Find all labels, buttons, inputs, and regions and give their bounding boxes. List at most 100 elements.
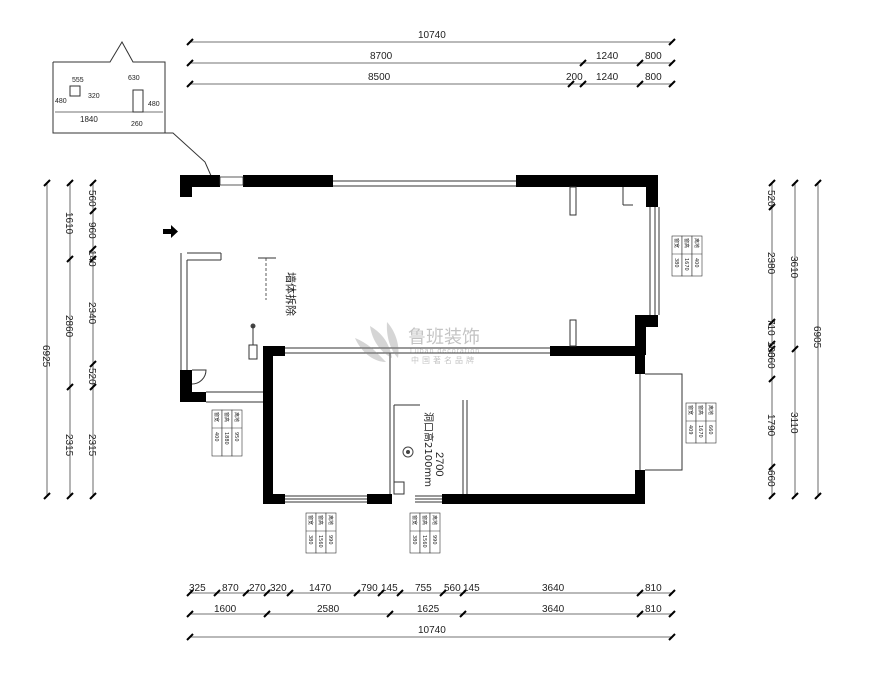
svg-text:窗高: 窗高: [697, 405, 704, 415]
left-dim-2315a: 2315: [63, 434, 74, 457]
top-dim-8700: 8700: [370, 51, 393, 62]
walls: [180, 175, 658, 504]
bottom-dimension-lines: 325 870 270 320 1470 790 145 755 560 145…: [186, 583, 676, 641]
inset-dim-1840: 1840: [80, 115, 98, 124]
inset-dim-260: 260: [131, 121, 143, 128]
left-dim-520: 520: [86, 368, 97, 385]
svg-text:窗宽: 窗宽: [687, 405, 694, 415]
inset-dim-320: 320: [88, 93, 100, 100]
right-dim-3110: 3110: [788, 412, 799, 434]
svg-text:离地: 离地: [431, 515, 438, 525]
svg-text:离地: 离地: [327, 515, 334, 525]
svg-text:380: 380: [411, 535, 417, 545]
svg-text:窗宽: 窗宽: [213, 412, 220, 422]
inset-dim-555: 555: [72, 77, 84, 84]
svg-text:380: 380: [673, 258, 679, 268]
bottom-dim-870: 870: [222, 583, 239, 594]
entry-arrow-icon: [163, 225, 178, 238]
left-dim-960: 960: [86, 222, 97, 239]
svg-text:1670: 1670: [683, 258, 689, 271]
top-dim-1240a: 1240: [596, 51, 619, 62]
window-table-4: 窗宽 380 窗高 1560 离地 990: [305, 512, 337, 554]
svg-text:窗高: 窗高: [223, 412, 230, 422]
svg-text:窗宽: 窗宽: [411, 515, 418, 525]
svg-text:400: 400: [693, 258, 699, 268]
window-table-1: 窗宽 400 窗高 1880 离地 950: [211, 409, 243, 457]
top-dim-total: 10740: [418, 30, 446, 41]
left-dim-2860: 2860: [63, 315, 74, 338]
svg-text:380: 380: [307, 535, 313, 545]
brand-name: 鲁班装饰: [408, 327, 480, 348]
right-dim-520: 520: [765, 190, 776, 207]
bottom-dim-810b: 810: [645, 604, 662, 615]
svg-text:窗高: 窗高: [421, 515, 428, 525]
svg-text:400: 400: [213, 432, 219, 442]
svg-text:409: 409: [687, 425, 693, 435]
top-dim-800a: 800: [645, 51, 662, 62]
svg-text:离地: 离地: [233, 412, 240, 422]
svg-text:990: 990: [327, 535, 333, 545]
inset-dim-480a: 480: [55, 98, 67, 105]
inset-plan: 555 320 630 480 480 1840 260: [52, 40, 213, 179]
bottom-dim-145a: 145: [381, 583, 398, 594]
svg-text:窗高: 窗高: [683, 238, 690, 248]
svg-text:950: 950: [233, 432, 239, 442]
left-dim-2340: 2340: [86, 302, 97, 325]
window-table-5: 窗宽 380 窗高 1560 离地 990: [409, 512, 441, 554]
brand-watermark: 鲁班装饰 Luban decoration 中国著名品牌: [355, 322, 480, 365]
window-table-3: 窗宽 409 窗高 1670 离地 660: [685, 402, 717, 444]
svg-text:窗宽: 窗宽: [673, 238, 680, 248]
bottom-dim-320: 320: [270, 583, 287, 594]
right-dim-660b: 660: [765, 470, 776, 487]
left-dim-2315b: 2315: [86, 434, 97, 457]
window-table-2: 窗宽 380 窗高 1670 离地 400: [671, 235, 703, 277]
bottom-dim-10740: 10740: [418, 625, 446, 636]
left-dim-1610: 1610: [63, 212, 74, 235]
bottom-dim-1600: 1600: [214, 604, 237, 615]
inset-dim-630: 630: [128, 75, 140, 82]
interior-lines: [180, 180, 683, 503]
top-dim-200: 200: [566, 72, 583, 83]
right-dim-1790: 1790: [765, 414, 776, 437]
svg-text:1670: 1670: [697, 425, 703, 438]
demolish-wall-label: 墙体拆除: [284, 272, 298, 316]
bottom-dim-3640b: 3640: [542, 604, 565, 615]
bottom-dim-810a: 810: [645, 583, 662, 594]
top-dim-800b: 800: [645, 72, 662, 83]
top-dim-8500: 8500: [368, 72, 391, 83]
brand-en: Luban decoration: [410, 348, 480, 355]
svg-text:窗高: 窗高: [317, 515, 324, 525]
right-dim-3610: 3610: [788, 256, 799, 279]
svg-text:660: 660: [707, 425, 713, 435]
inset-dim-480b: 480: [148, 101, 160, 108]
svg-text:990: 990: [431, 535, 437, 545]
right-dim-100: 100: [765, 341, 776, 358]
svg-text:1880: 1880: [223, 432, 229, 445]
right-dimension-lines: 520 2380 710 100 660 1790 660 3610 3110 …: [765, 179, 822, 500]
left-dim-560: 560: [86, 190, 97, 207]
door-opening-label: 洞口高2100mm: [422, 412, 435, 487]
bottom-dim-790: 790: [361, 583, 378, 594]
right-dim-2380: 2380: [765, 252, 776, 275]
left-dimension-lines: 6925 1610 2860 2315 560 960 140 2340 520…: [40, 179, 97, 500]
svg-text:1560: 1560: [317, 535, 323, 548]
bottom-dim-755: 755: [415, 583, 432, 594]
bottom-dim-270: 270: [249, 583, 266, 594]
svg-text:窗宽: 窗宽: [307, 515, 314, 525]
right-dim-660a: 660: [765, 352, 776, 369]
vent: [219, 176, 244, 186]
right-dim-710: 710: [765, 319, 776, 336]
door-height-label: 2700: [433, 452, 445, 476]
bottom-dim-560: 560: [444, 583, 461, 594]
left-dim-6925: 6925: [40, 345, 51, 368]
bottom-dim-1625: 1625: [417, 604, 440, 615]
left-dim-140: 140: [86, 250, 97, 267]
brand-logo-icon: [355, 322, 399, 362]
svg-text:离地: 离地: [693, 238, 700, 248]
top-dim-1240b: 1240: [596, 72, 619, 83]
bottom-dim-145b: 145: [463, 583, 480, 594]
svg-text:1560: 1560: [421, 535, 427, 548]
right-dim-6905: 6905: [811, 326, 822, 349]
svg-text:离地: 离地: [707, 405, 714, 415]
